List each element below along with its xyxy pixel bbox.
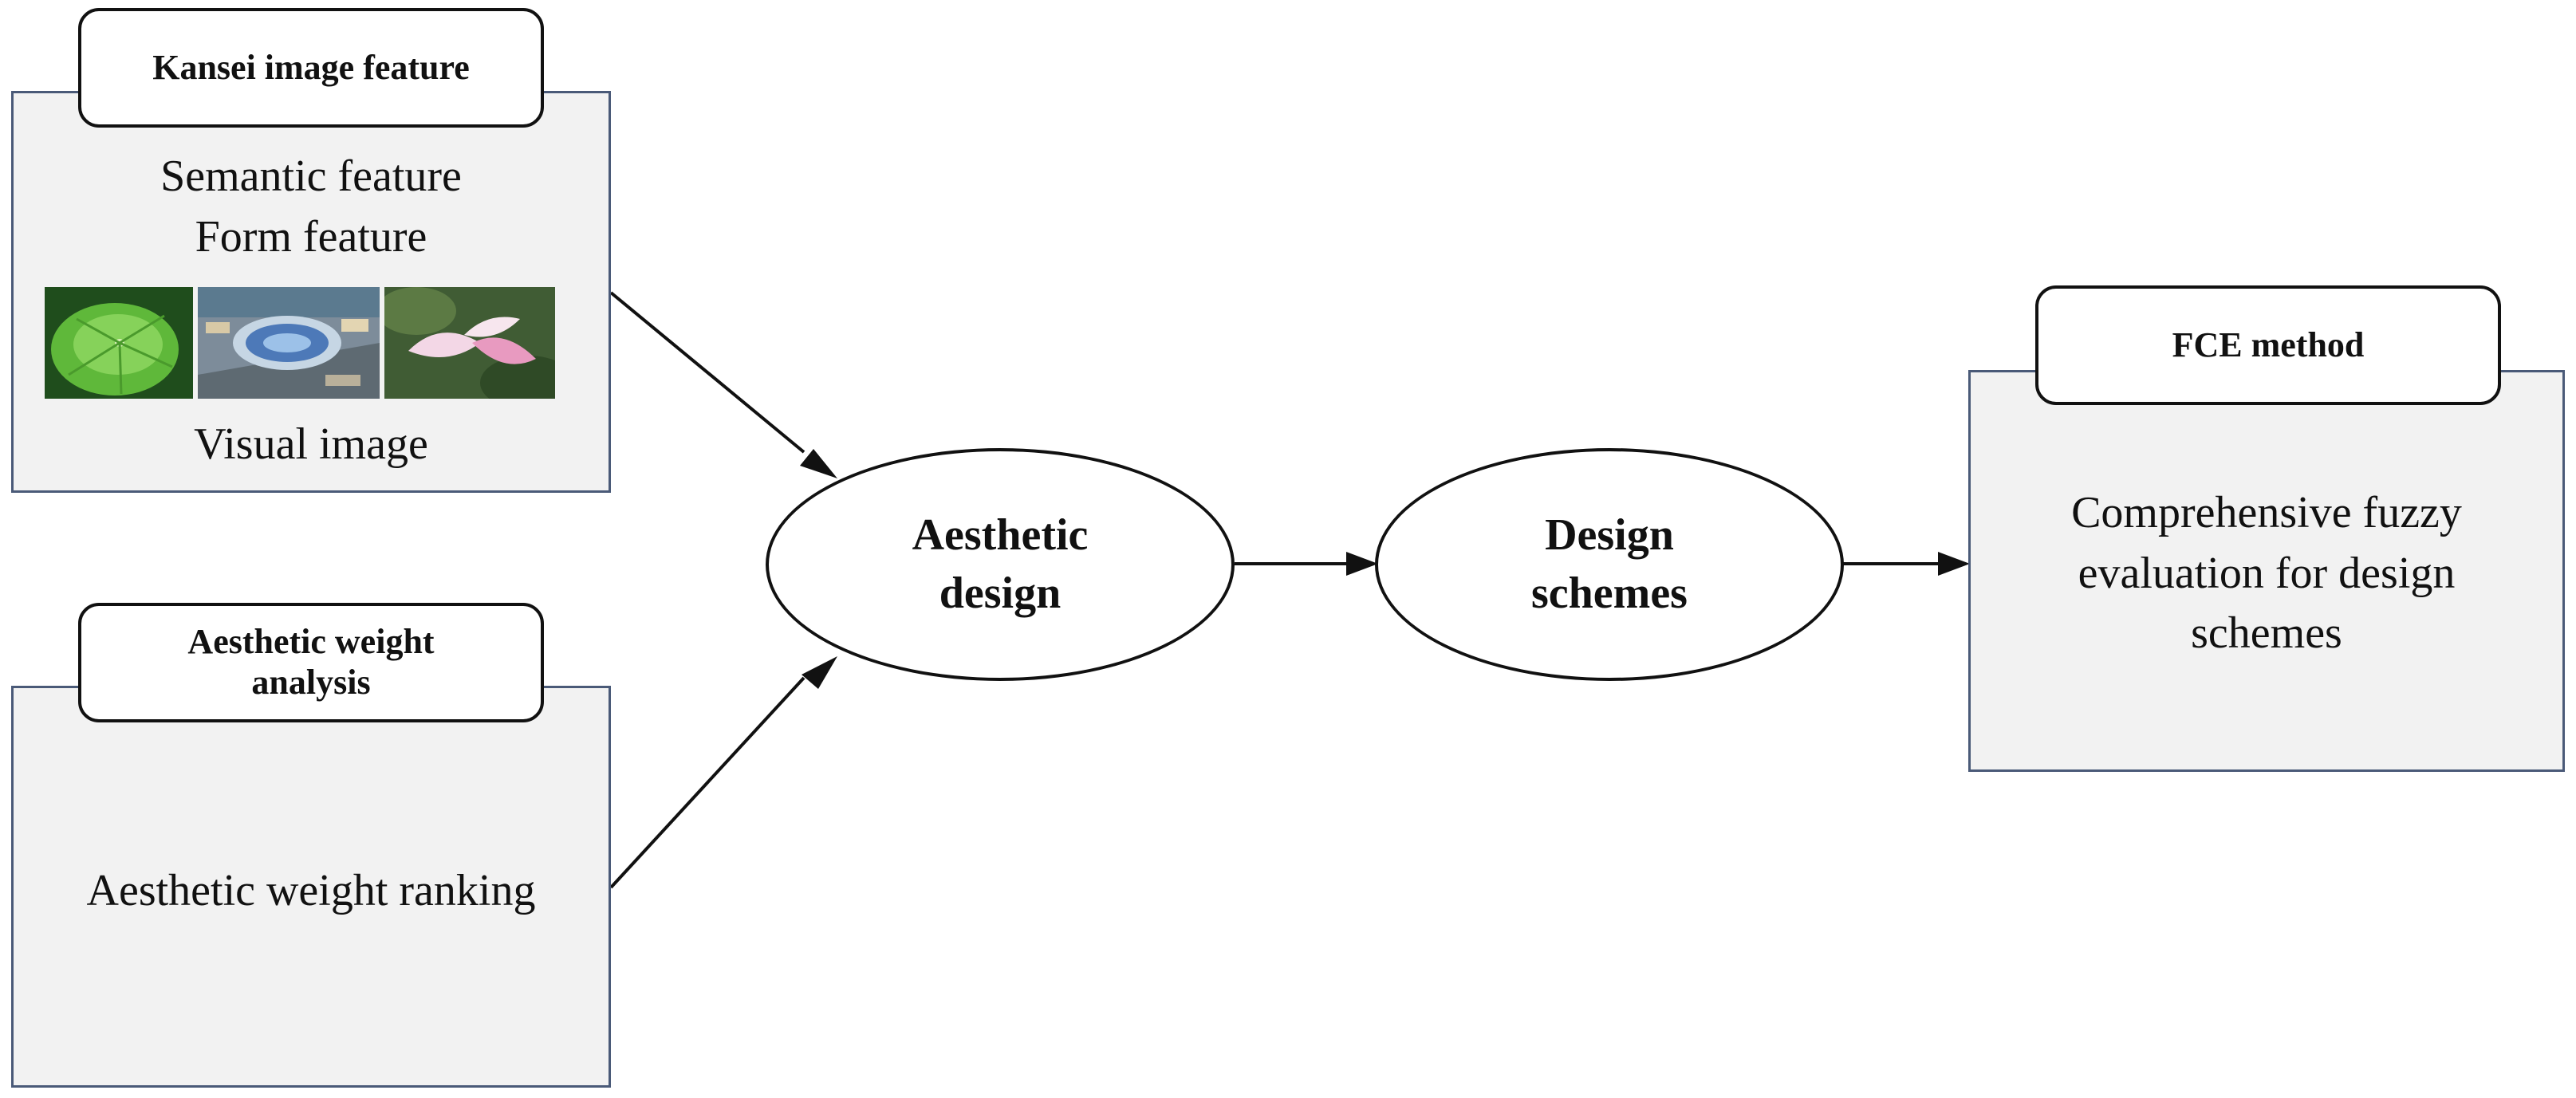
stadium-aerial-photo (198, 287, 380, 399)
visual-image-caption: Visual image (194, 419, 428, 469)
kansei-feature-title: Kansei image feature (78, 8, 544, 128)
lotus-leaf-photo (45, 287, 193, 399)
arrow-weight-to-aesthetic (609, 676, 805, 889)
fce-desc-line1: Comprehensive fuzzy (2071, 488, 2462, 537)
weight-title-line2: analysis (251, 663, 371, 702)
aesthetic-design-line1: Aesthetic (912, 510, 1089, 561)
fce-desc-line3: schemes (2191, 608, 2342, 659)
aesthetic-design-node: Aesthetic design (766, 448, 1235, 681)
lotus-petal-photo (384, 287, 555, 399)
arrowhead-4 (1938, 552, 1970, 576)
weight-analysis-box (11, 686, 611, 1088)
design-schemes-line2: schemes (1531, 569, 1688, 618)
semantic-feature-label: Semantic feature (160, 152, 462, 201)
fce-method-title: FCE method (2035, 285, 2501, 405)
arrowhead-3 (1346, 552, 1378, 576)
weight-ranking-label: Aesthetic weight ranking (86, 866, 536, 915)
design-schemes-node: Design schemes (1375, 448, 1844, 681)
fce-description: Comprehensive fuzzy evaluation for desig… (1968, 483, 2565, 664)
fce-method-box (1968, 370, 2565, 772)
aesthetic-design-line2: design (939, 569, 1062, 618)
fce-desc-line2: evaluation for design (2078, 548, 2456, 598)
arrowhead-1 (800, 449, 837, 478)
form-feature-label: Form feature (195, 212, 427, 262)
arrowhead-2 (802, 656, 837, 689)
weight-analysis-title: Aesthetic weight analysis (78, 603, 544, 722)
arrow-kansei-to-aesthetic (609, 291, 805, 454)
weight-title-line1: Aesthetic weight (187, 622, 435, 662)
design-schemes-line1: Design (1545, 510, 1674, 561)
